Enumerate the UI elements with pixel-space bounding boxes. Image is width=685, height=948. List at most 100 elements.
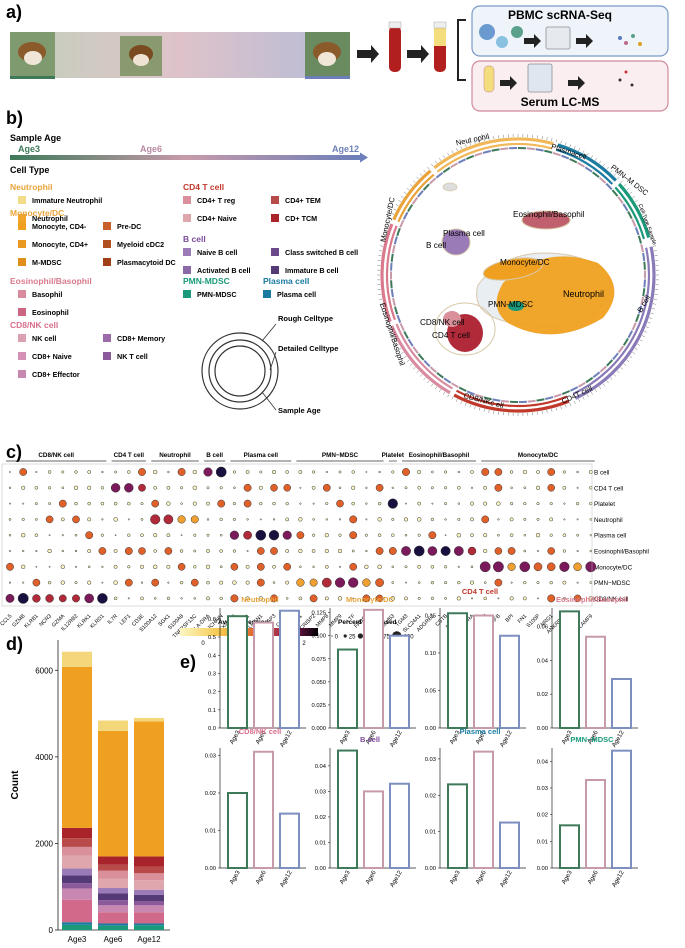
expr-dot (535, 485, 541, 490)
expr-dot (494, 468, 503, 476)
age-ring-segment (577, 161, 586, 168)
expr-dot (390, 596, 395, 601)
expr-dot (536, 502, 540, 506)
expr-dot (127, 533, 131, 537)
panel-a-letter: a) (6, 2, 22, 22)
expr-dot (272, 518, 276, 521)
expr-dot (375, 578, 384, 587)
gene-label: LTF (346, 613, 357, 624)
ring-tick (447, 394, 450, 398)
legend-item: Eosinophil (32, 308, 69, 317)
proportion-bar (227, 792, 248, 869)
expr-dot (547, 547, 555, 555)
y-tick-label: 0.00 (425, 866, 436, 872)
cd8-cluster (443, 311, 461, 327)
expr-dot (84, 593, 94, 604)
age-ring-segment (561, 154, 570, 160)
lcms-box: Serum LC-MS (471, 60, 669, 112)
expr-dot (509, 533, 514, 537)
legend-item: Naive B cell (197, 248, 237, 257)
expr-dot (467, 546, 477, 556)
expr-dot (312, 565, 315, 568)
expr-dot (537, 597, 539, 600)
ring-tick (423, 170, 426, 173)
ring-tick (381, 308, 385, 310)
ring-tick (460, 146, 463, 150)
y-tick-label: 0.2 (208, 690, 216, 696)
expr-dot (365, 486, 368, 489)
expr-dot (8, 534, 12, 537)
expr-dot (219, 486, 223, 490)
expr-dot (576, 486, 579, 489)
expr-dot (575, 501, 580, 506)
expr-dot (444, 486, 448, 490)
expr-dot (8, 518, 12, 521)
expr-dot (405, 502, 407, 505)
age-ring-segment (458, 386, 467, 392)
ring-tick (483, 138, 485, 142)
age-ring-segment (482, 149, 491, 154)
y-tick-label: 4000 (35, 753, 53, 762)
expr-dot (576, 581, 579, 584)
age-ring-segment (634, 227, 640, 236)
cell-icon (479, 24, 495, 40)
expr-dot (362, 594, 371, 603)
stack-segment (62, 875, 92, 884)
expr-dot (230, 594, 239, 603)
x-tick-label: Age12 (137, 935, 161, 944)
expr-dot (167, 470, 170, 474)
x-tick-label: Age3 (560, 869, 574, 885)
pbmc-box: PBMC scRNA-Seq (471, 5, 669, 57)
expr-dot (507, 562, 516, 571)
legend-swatch (183, 196, 191, 204)
expr-dot (140, 581, 144, 584)
ring-tick (569, 402, 572, 406)
expr-dot (338, 533, 342, 537)
expr-dot (536, 581, 540, 585)
ring-tick (590, 155, 593, 159)
expr-dot (444, 518, 447, 521)
expr-dot (101, 518, 104, 521)
ring-tick (474, 406, 476, 410)
y-tick-label: 0.00 (315, 866, 326, 872)
stack-segment (98, 893, 128, 901)
expr-dot (535, 533, 541, 538)
proportion-bar (585, 779, 606, 869)
y-tick-label: 0.00 (537, 726, 548, 732)
age-ring-segment (570, 386, 579, 392)
age-ring-segment (390, 262, 393, 271)
y-tick-label: 0.100 (311, 634, 326, 640)
expr-dot (312, 470, 316, 474)
expr-dot (338, 470, 342, 474)
ring-tick (629, 355, 633, 359)
expr-dot (496, 501, 501, 506)
age-ring-segment (527, 399, 536, 403)
age-ring-segment (536, 398, 545, 402)
legend-item: CD4+ T reg (197, 196, 235, 205)
age-ring-segment (552, 151, 561, 157)
stack-segment (98, 900, 128, 906)
expr-dot (523, 517, 527, 521)
expr-dot (47, 548, 52, 554)
expr-dot (311, 549, 316, 553)
ring-tick (652, 245, 656, 247)
expr-dot (113, 564, 118, 569)
expr-dot (6, 562, 14, 571)
expr-dot (206, 580, 210, 585)
stack-segment (62, 924, 92, 930)
ring-tick (555, 407, 558, 411)
age-gradient-bar (10, 155, 360, 160)
ring-tick (406, 188, 410, 191)
expr-dot (166, 564, 171, 569)
sample-age-title: Sample Age (10, 133, 61, 143)
expr-dot (19, 468, 28, 476)
ring-tick (565, 142, 567, 146)
expr-dot (179, 580, 184, 585)
x-tick-label: Age12 (279, 869, 294, 888)
expr-dot (404, 565, 408, 569)
expr-dot (562, 580, 567, 585)
stack-segment (62, 868, 92, 876)
y-tick-label: 0.15 (425, 614, 436, 620)
expr-dot (9, 550, 11, 552)
